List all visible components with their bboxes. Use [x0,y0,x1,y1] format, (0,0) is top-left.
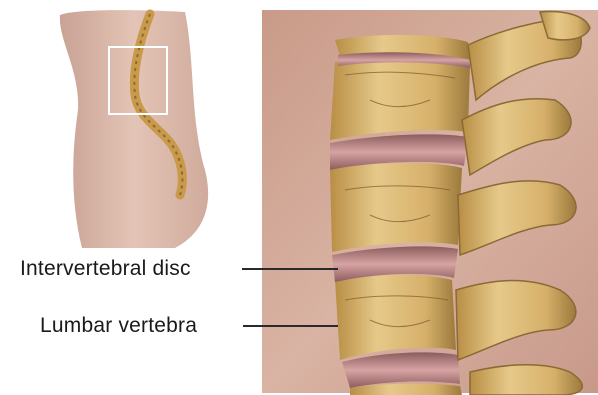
vertebra-leader-line [243,325,338,327]
torso-side-view [60,10,208,248]
vertebral-body [330,58,470,140]
intervertebral-disc-label: Intervertebral disc [20,257,191,281]
vertebral-body [330,163,462,252]
vertebral-body [335,275,456,360]
disc-leader-line [242,268,338,270]
lumbar-vertebra-label: Lumbar vertebra [40,314,197,338]
lumbar-spine-closeup [262,10,598,395]
